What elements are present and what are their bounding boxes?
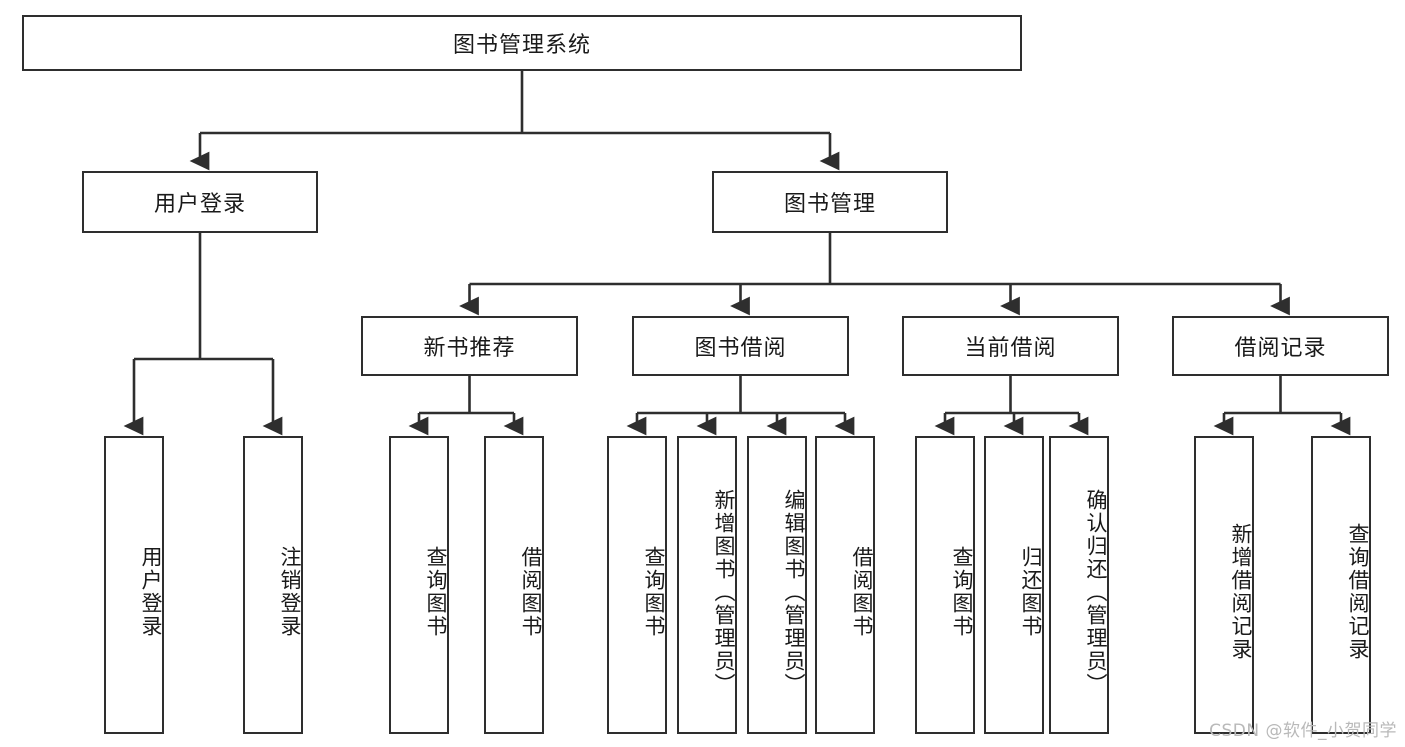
node-leaf-rec-search[interactable]: 查询借阅记录 <box>1311 436 1371 734</box>
node-label-leaf-rec-query: 查询图书 <box>424 546 448 638</box>
node-label-leaf-borrow-borrow: 借阅图书 <box>850 546 874 638</box>
node-label-leaf-cur-confirm: 确认归还（管理员） <box>1084 488 1108 696</box>
node-leaf-cur-confirm[interactable]: 确认归还（管理员） <box>1049 436 1109 734</box>
node-root[interactable]: 图书管理系统 <box>22 15 1022 71</box>
node-label-leaf-borrow-edit: 编辑图书（管理员） <box>782 488 806 696</box>
node-label-new-book-rec: 新书推荐 <box>423 336 516 361</box>
node-current-borrow[interactable]: 当前借阅 <box>902 316 1119 376</box>
node-label-leaf-cur-return: 归还图书 <box>1019 546 1043 638</box>
node-user-login[interactable]: 用户登录 <box>82 171 318 233</box>
node-leaf-user-login[interactable]: 用户登录 <box>104 436 164 734</box>
watermark-label: CSDN @软件_小贺同学 <box>1209 721 1397 741</box>
node-leaf-rec-borrow[interactable]: 借阅图书 <box>484 436 544 734</box>
node-label-leaf-logout: 注销登录 <box>278 546 302 638</box>
node-label-leaf-borrow-query: 查询图书 <box>642 546 666 638</box>
node-label-root: 图书管理系统 <box>452 33 591 58</box>
node-leaf-cur-return[interactable]: 归还图书 <box>984 436 1044 734</box>
node-label-leaf-rec-add: 新增借阅记录 <box>1229 523 1253 661</box>
node-label-book-borrow: 图书借阅 <box>694 336 787 361</box>
node-leaf-borrow-borrow[interactable]: 借阅图书 <box>815 436 875 734</box>
node-label-leaf-cur-query: 查询图书 <box>950 546 974 638</box>
node-book-borrow[interactable]: 图书借阅 <box>632 316 849 376</box>
node-label-leaf-user-login: 用户登录 <box>139 546 163 638</box>
node-leaf-borrow-edit[interactable]: 编辑图书（管理员） <box>747 436 807 734</box>
node-book-manage[interactable]: 图书管理 <box>712 171 948 233</box>
node-leaf-borrow-query[interactable]: 查询图书 <box>607 436 667 734</box>
node-label-leaf-rec-borrow: 借阅图书 <box>519 546 543 638</box>
node-leaf-rec-query[interactable]: 查询图书 <box>389 436 449 734</box>
node-leaf-logout[interactable]: 注销登录 <box>243 436 303 734</box>
node-label-leaf-borrow-add: 新增图书（管理员） <box>712 488 736 696</box>
node-leaf-rec-add[interactable]: 新增借阅记录 <box>1194 436 1254 734</box>
node-label-current-borrow: 当前借阅 <box>964 336 1057 361</box>
node-label-borrow-record: 借阅记录 <box>1234 336 1327 361</box>
node-label-user-login: 用户登录 <box>153 192 246 217</box>
node-borrow-record[interactable]: 借阅记录 <box>1172 316 1389 376</box>
node-new-book-rec[interactable]: 新书推荐 <box>361 316 578 376</box>
node-label-book-manage: 图书管理 <box>783 192 876 217</box>
node-label-leaf-rec-search: 查询借阅记录 <box>1346 523 1370 661</box>
node-leaf-cur-query[interactable]: 查询图书 <box>915 436 975 734</box>
node-leaf-borrow-add[interactable]: 新增图书（管理员） <box>677 436 737 734</box>
